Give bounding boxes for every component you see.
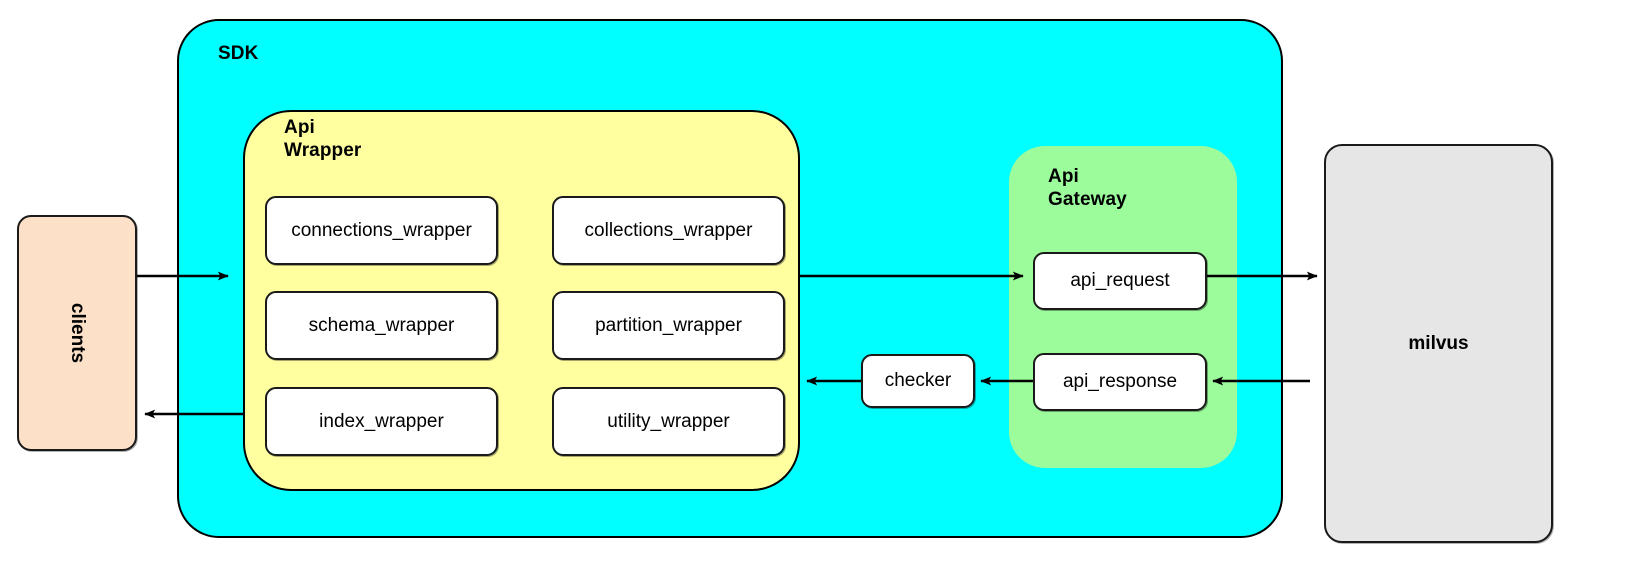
- node-api-response[interactable]: api_response: [1033, 353, 1207, 411]
- node-milvus[interactable]: milvus: [1324, 144, 1553, 543]
- api-wrapper-label: Api Wrapper: [284, 117, 362, 162]
- node-collections-wrapper[interactable]: collections_wrapper: [552, 196, 785, 265]
- api-gateway-label: Api Gateway: [1048, 166, 1127, 211]
- node-index-wrapper[interactable]: index_wrapper: [265, 387, 498, 456]
- node-checker[interactable]: checker: [861, 354, 975, 408]
- node-clients[interactable]: clients: [17, 215, 137, 451]
- node-partition-wrapper[interactable]: partition_wrapper: [552, 291, 785, 360]
- clients-label: clients: [66, 302, 88, 364]
- node-schema-wrapper[interactable]: schema_wrapper: [265, 291, 498, 360]
- node-utility-wrapper[interactable]: utility_wrapper: [552, 387, 785, 456]
- sdk-label: SDK: [218, 43, 259, 64]
- node-api-request[interactable]: api_request: [1033, 252, 1207, 310]
- node-connections-wrapper[interactable]: connections_wrapper: [265, 196, 498, 265]
